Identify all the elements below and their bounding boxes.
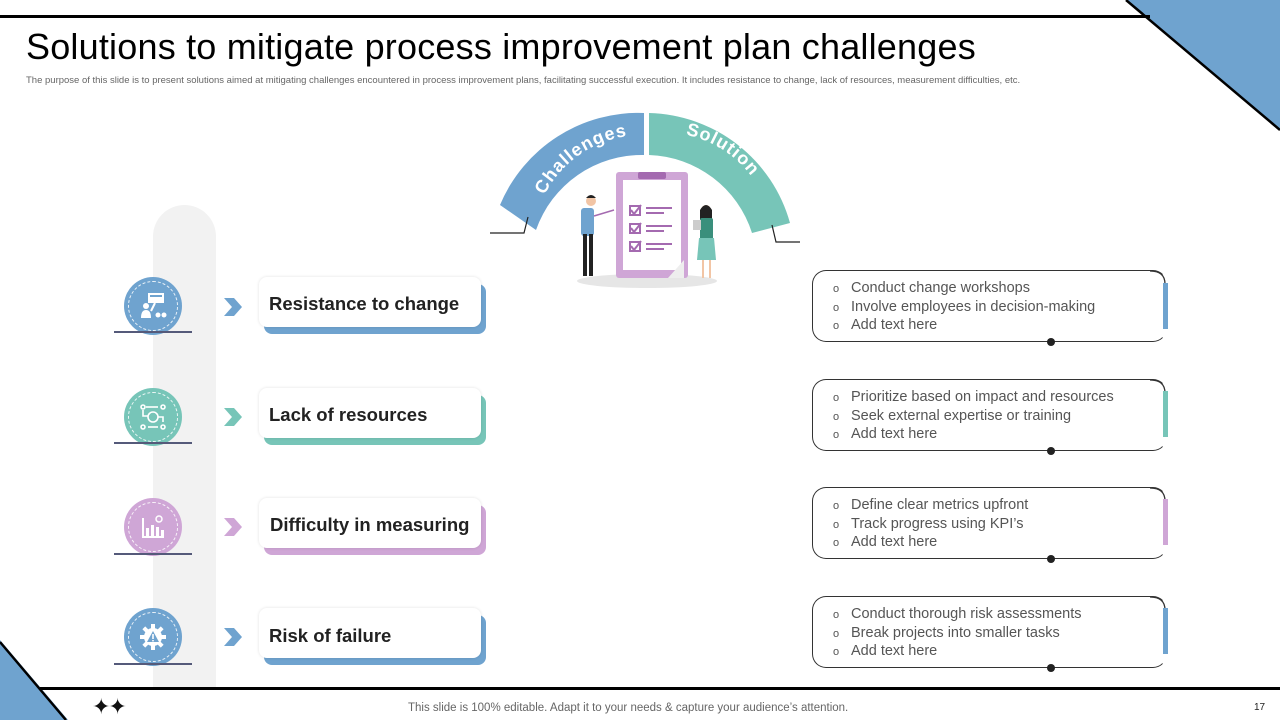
box-corner bbox=[1150, 270, 1166, 285]
challenge-label: Risk of failure bbox=[269, 625, 392, 646]
solution-box-resources: Prioritize based on impact and resources… bbox=[812, 379, 1167, 451]
solution-item: Prioritize based on impact and resources bbox=[833, 389, 1166, 408]
chevron-right-icon bbox=[224, 298, 242, 316]
top-divider bbox=[0, 15, 1150, 18]
sparkle-icon: ✦✦ bbox=[92, 694, 127, 719]
footer-text: This slide is 100% editable. Adapt it to… bbox=[408, 702, 849, 714]
page-title: Solutions to mitigate process improvemen… bbox=[26, 26, 976, 67]
challenge-card-resources bbox=[259, 388, 481, 438]
solution-item: Track progress using KPI’s bbox=[833, 516, 1166, 535]
solution-arc-segment bbox=[649, 113, 790, 233]
solution-item: Add text here bbox=[833, 643, 1166, 662]
challenges-arc-segment bbox=[500, 112, 644, 230]
challenge-card-risk bbox=[259, 608, 481, 658]
solution-box-resistance: Conduct change workshops Involve employe… bbox=[812, 270, 1167, 342]
protest-sign-icon bbox=[124, 277, 182, 335]
chevron-right-icon bbox=[224, 408, 242, 426]
box-corner bbox=[1150, 487, 1166, 502]
icon-underline bbox=[114, 663, 192, 665]
icon-underline bbox=[114, 553, 192, 555]
solution-item: Add text here bbox=[833, 534, 1166, 553]
challenge-card-measuring bbox=[259, 498, 481, 548]
solution-item: Seek external expertise or training bbox=[833, 408, 1166, 427]
solution-item: Define clear metrics upfront bbox=[833, 497, 1166, 516]
solution-accent-bar bbox=[1163, 283, 1168, 329]
solution-accent-bar bbox=[1163, 499, 1168, 545]
chevron-right-icon bbox=[224, 518, 242, 536]
solution-box-risk: Conduct thorough risk assessments Break … bbox=[812, 596, 1167, 668]
solution-item: Add text here bbox=[833, 317, 1166, 336]
box-corner bbox=[1150, 596, 1166, 611]
corner-decoration-bottom-left bbox=[0, 640, 68, 720]
challenge-label: Lack of resources bbox=[269, 404, 428, 425]
solution-item: Add text here bbox=[833, 426, 1166, 445]
solution-item: Involve employees in decision-making bbox=[833, 299, 1166, 318]
solution-item: Conduct thorough risk assessments bbox=[833, 606, 1166, 625]
challenge-label: Difficulty in measuring bbox=[270, 514, 470, 535]
solution-box-measuring: Define clear metrics upfront Track progr… bbox=[812, 487, 1167, 559]
connector-dot bbox=[1047, 555, 1055, 563]
gear-warning-icon bbox=[124, 608, 182, 666]
solution-accent-bar bbox=[1163, 608, 1168, 654]
icon-underline bbox=[114, 331, 192, 333]
solution-item: Conduct change workshops bbox=[833, 280, 1166, 299]
clipboard-illustration bbox=[577, 172, 717, 288]
page-number: 17 bbox=[1254, 702, 1266, 713]
connector-dot bbox=[1047, 338, 1055, 346]
bar-chart-icon bbox=[124, 498, 182, 556]
page-subtitle: The purpose of this slide is to present … bbox=[26, 75, 1021, 86]
challenges-solution-arc: Challenges Solution bbox=[490, 112, 800, 243]
chevron-right-icon bbox=[224, 628, 242, 646]
connector-dot bbox=[1047, 664, 1055, 672]
box-corner bbox=[1150, 379, 1166, 394]
resource-flow-icon bbox=[124, 388, 182, 446]
corner-decoration-top-right bbox=[1125, 0, 1280, 131]
challenge-card-resistance bbox=[259, 277, 481, 327]
connector-dot bbox=[1047, 447, 1055, 455]
icon-underline bbox=[114, 442, 192, 444]
challenge-label: Resistance to change bbox=[269, 293, 460, 314]
solution-item: Break projects into smaller tasks bbox=[833, 625, 1166, 644]
solution-accent-bar bbox=[1163, 391, 1168, 437]
bottom-divider bbox=[40, 687, 1280, 690]
